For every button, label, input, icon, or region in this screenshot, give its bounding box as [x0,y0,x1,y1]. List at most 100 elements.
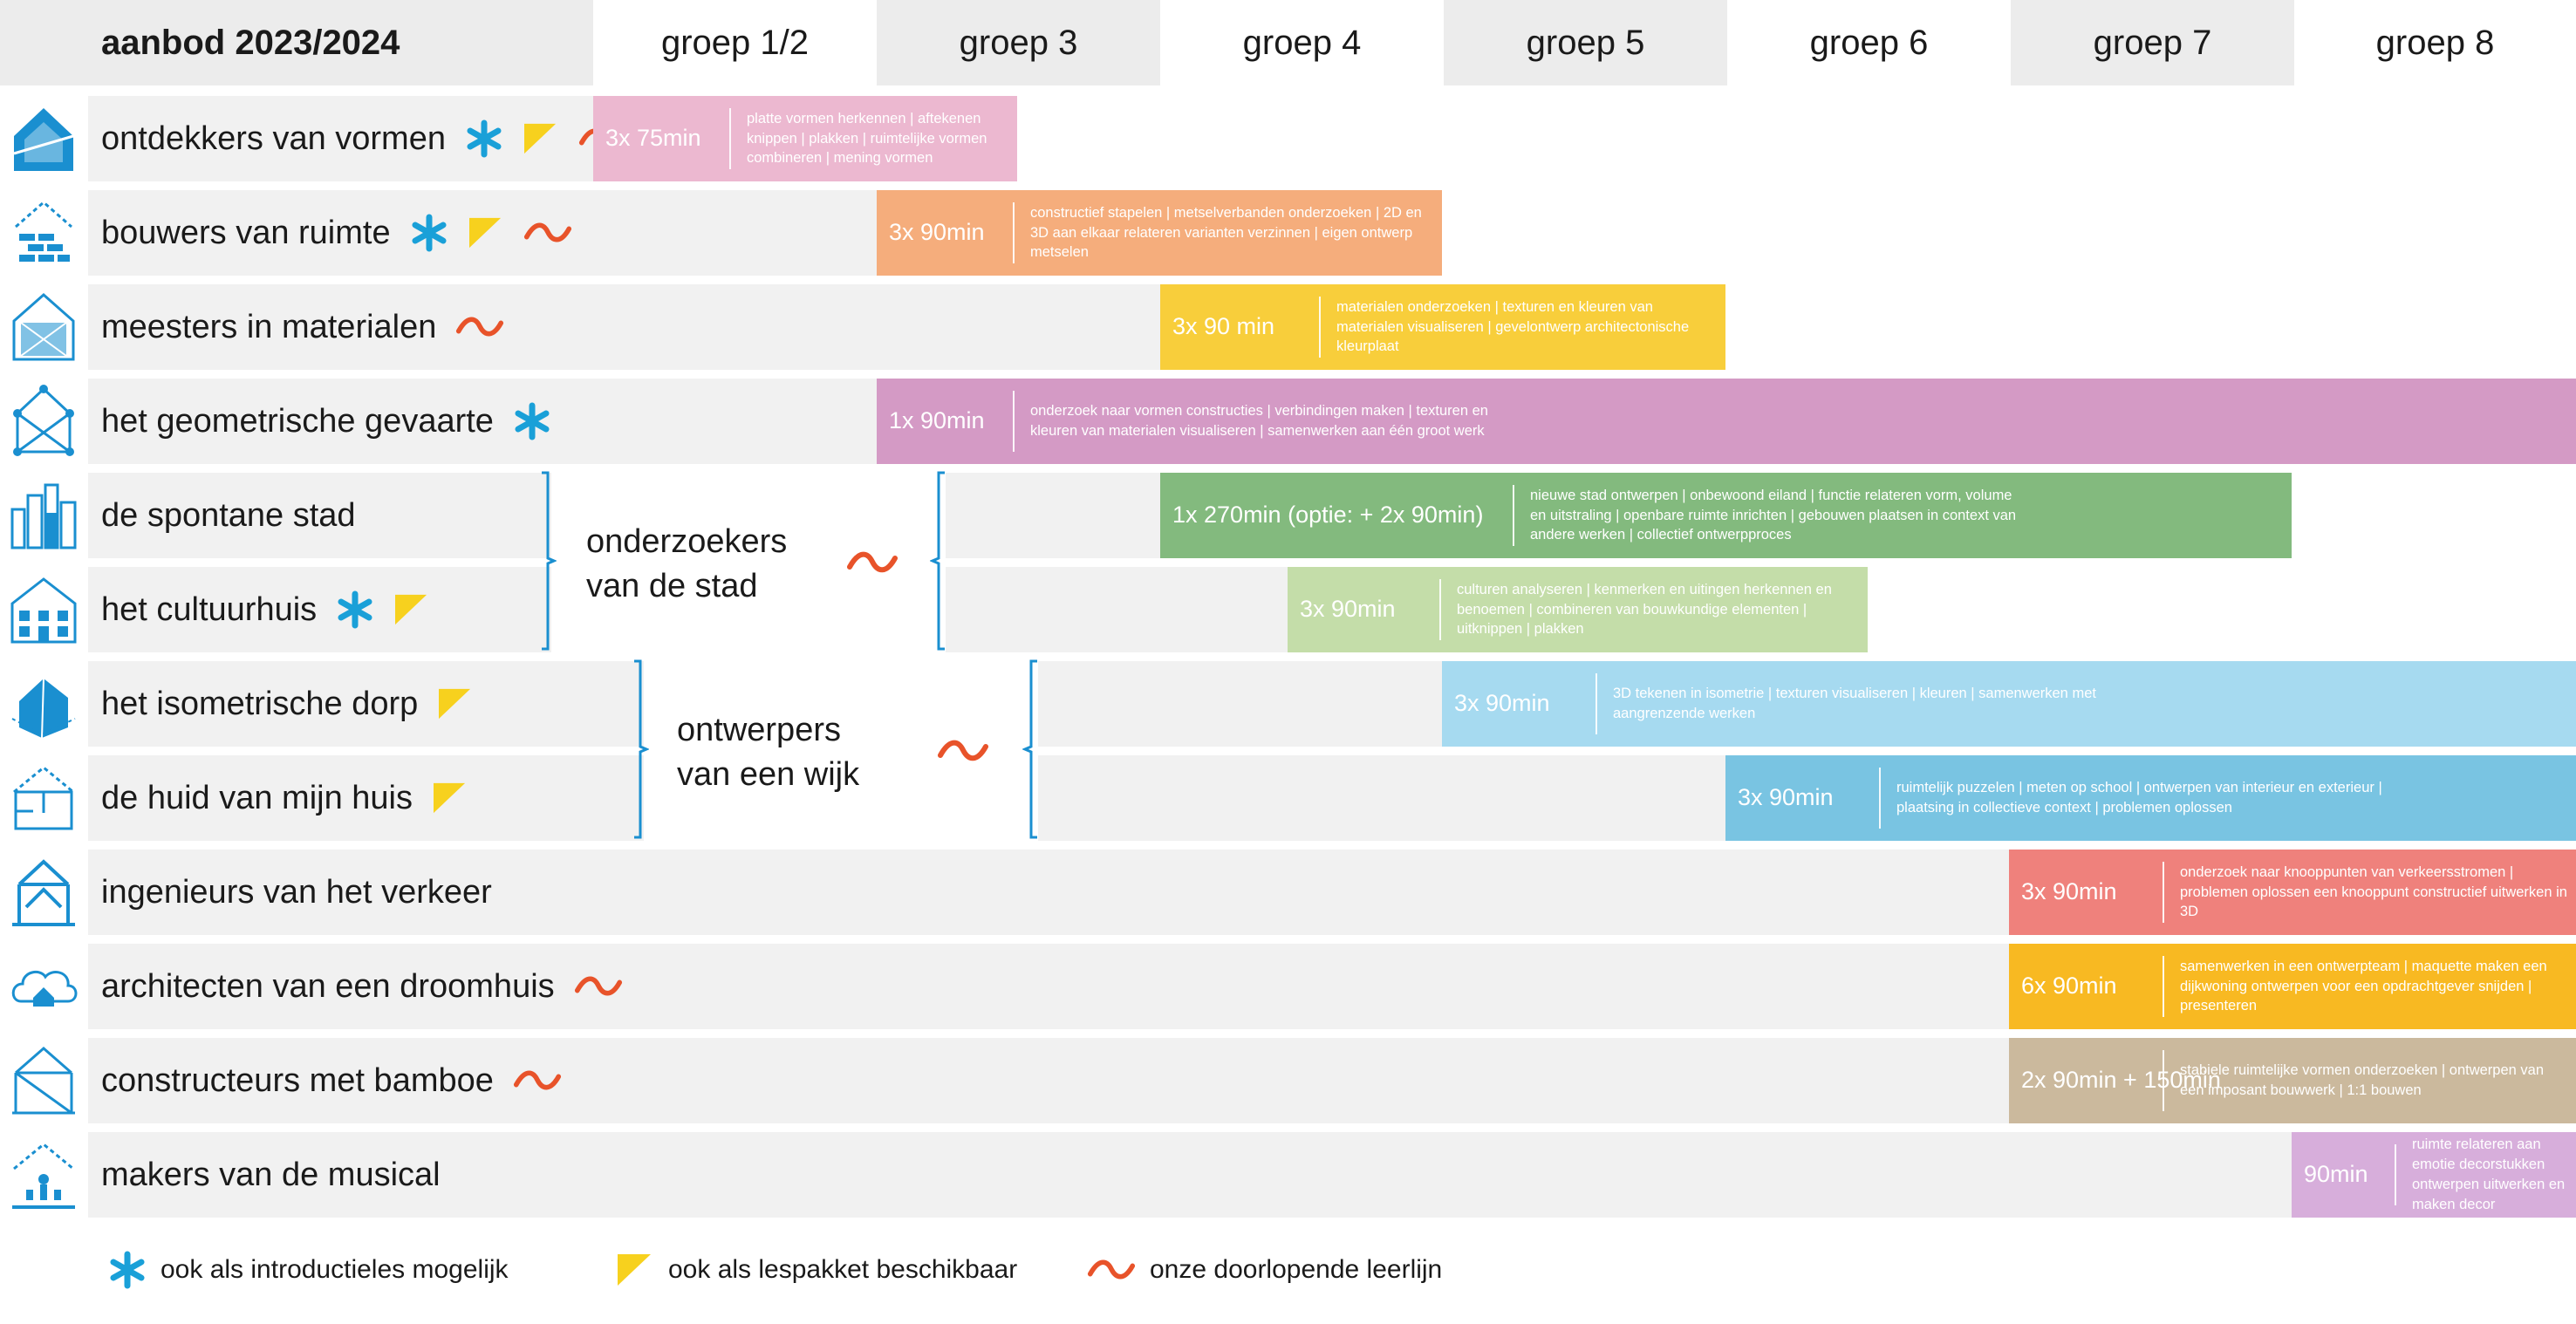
duration-label: 3x 90min [1300,596,1396,623]
divider [2395,1144,2396,1205]
divider [1013,391,1015,452]
brick-house-icon [15,201,72,262]
column-header-groep-6: groep 6 [1809,23,1929,62]
description-text: ruimtelijk puzzelen | meten op school | … [1896,780,2382,816]
page-title: aanbod 2023/2024 [0,0,593,85]
column-header-groep-7: groep 7 [2011,0,2294,85]
activity-name: makers van de musical [101,1156,441,1193]
activity-label: het cultuurhuis [101,567,430,652]
activity-label: ingenieurs van het verkeer [101,850,492,935]
description-text: 3D tekenen in isometrie | texturen visua… [1613,686,2096,721]
column-header-groep-3: groep 3 [877,0,1160,85]
stage-icon [12,1143,75,1209]
bracket-left-icon [542,471,557,651]
tilde-icon [574,976,622,996]
group-label: ontwerpers van een wijk [677,712,860,794]
activity-label: het geometrische gevaarte [101,379,551,464]
divider [1319,297,1321,358]
description-text: constructief stapelen | metselverbanden … [1030,204,1422,261]
description-text: stabiele ruimtelijke vormen onderzoeken … [2180,1062,2545,1098]
duration-label: 3x 90min [1738,784,1834,811]
cloud-house-icon [11,970,78,1007]
row-background [88,284,1160,370]
activity-name: ontdekkers van vormen [101,119,446,157]
description-text: nieuwe stad ontwerpen | onbewoond eiland… [1530,487,2017,543]
tilde-icon [523,222,571,242]
description-text: ruimte relateren aan emotie decorstukken… [2412,1136,2566,1212]
description-text: culturen analyseren | kenmerken en uitin… [1457,581,1832,638]
activity-name: het geometrische gevaarte [101,402,494,440]
activity-label: constructeurs met bamboe [101,1038,562,1123]
row-background [946,567,1288,652]
divider [1879,768,1881,829]
activity-name: constructeurs met bamboe [101,1061,494,1099]
row-background [88,1132,2292,1218]
row-background [88,661,644,747]
star-icon [338,590,372,629]
schedule-bar: 3x 90min constructief stapelen | metselve… [877,190,1442,276]
tilde-icon [513,1070,561,1090]
group-label: onderzoekers van de stad [586,523,788,605]
activity-label: de spontane stad [101,473,356,558]
row-background [88,473,551,558]
schedule-bar: 3x 90 min materialen onderzoeken | textur… [1160,284,1725,370]
activity-label: ontdekkers van vormen [101,96,627,181]
legend-triangle: ook als lespakket beschikbaar [616,1246,1017,1294]
column-header-groep-5: groep 5 [1444,0,1727,85]
pattern-house-icon [12,292,75,361]
legend-star: ook als introductieles mogelijk [108,1246,509,1294]
tilde-icon [847,551,898,573]
column-header-groep-8: groep 8 [2375,23,2495,62]
divider [1439,579,1441,640]
triangle-icon [468,217,501,249]
bracket-right-icon [1022,659,1037,839]
star-icon [467,119,502,158]
activity-name: architecten van een droomhuis [101,967,555,1005]
bracket-right-icon [930,471,945,651]
duration-label: 3x 90min [1454,690,1550,717]
duration-label: 3x 90 min [1172,313,1275,340]
activity-name: de huid van mijn huis [101,779,413,816]
duration-label: 6x 90min [2021,973,2117,1000]
description-text: platte vormen herkennen | aftekenen knip… [747,110,987,167]
duration-label: 3x 90min [889,219,985,246]
tilde-icon [1087,1259,1136,1280]
activity-name: meesters in materialen [101,308,437,345]
schedule-bar: 3x 90min 3D tekenen in isometrie | textur… [1442,661,2576,747]
activity-name: bouwers van ruimte [101,214,391,251]
activity-name: het cultuurhuis [101,590,318,628]
duration-label: 2x 90min + 150min [2021,1067,2221,1094]
activity-name: ingenieurs van het verkeer [101,873,492,911]
row-background [1038,661,1442,747]
tilde-icon [456,317,504,337]
schedule-bar: 3x 90min culturen analyseren | kenmerken … [1288,567,1868,652]
triangle-icon [395,594,427,625]
row-background [88,567,551,652]
skyline-icon [10,483,77,549]
divider [2163,956,2164,1017]
floorplan-house-icon [13,766,74,830]
divider [1513,485,1514,546]
description-text: onderzoek naar knooppunten van verkeerss… [2180,863,2567,920]
column-header-groep-1-2: groep 1/2 [660,23,810,62]
legend-tilde: onze doorlopende leerlijn [1087,1246,1442,1294]
row-background [88,1038,2009,1123]
cube-house-icon [13,108,74,171]
culture-house-icon [10,577,77,644]
duration-label: 1x 90min [889,407,985,434]
row-background [946,473,1160,558]
schedule-bar: 1x 270min (optie: + 2x 90min)nieuwe stad… [1160,473,2292,558]
duration-label: 90min [2304,1161,2368,1188]
triangle-icon [434,782,466,814]
schedule-bar: 90min ruimte relateren aan emotie decorst… [2292,1132,2576,1218]
activity-name: het isometrische dorp [101,685,419,722]
bracket-left-icon [634,659,649,839]
schedule-bar: 3x 90min ruimtelijk puzzelen | meten op s… [1725,755,2576,841]
row-background [88,379,877,464]
column-header-groep-4: groep 4 [1242,23,1362,62]
star-icon [110,1251,145,1289]
description-text: materialen onderzoeken | texturen en kle… [1336,298,1690,355]
